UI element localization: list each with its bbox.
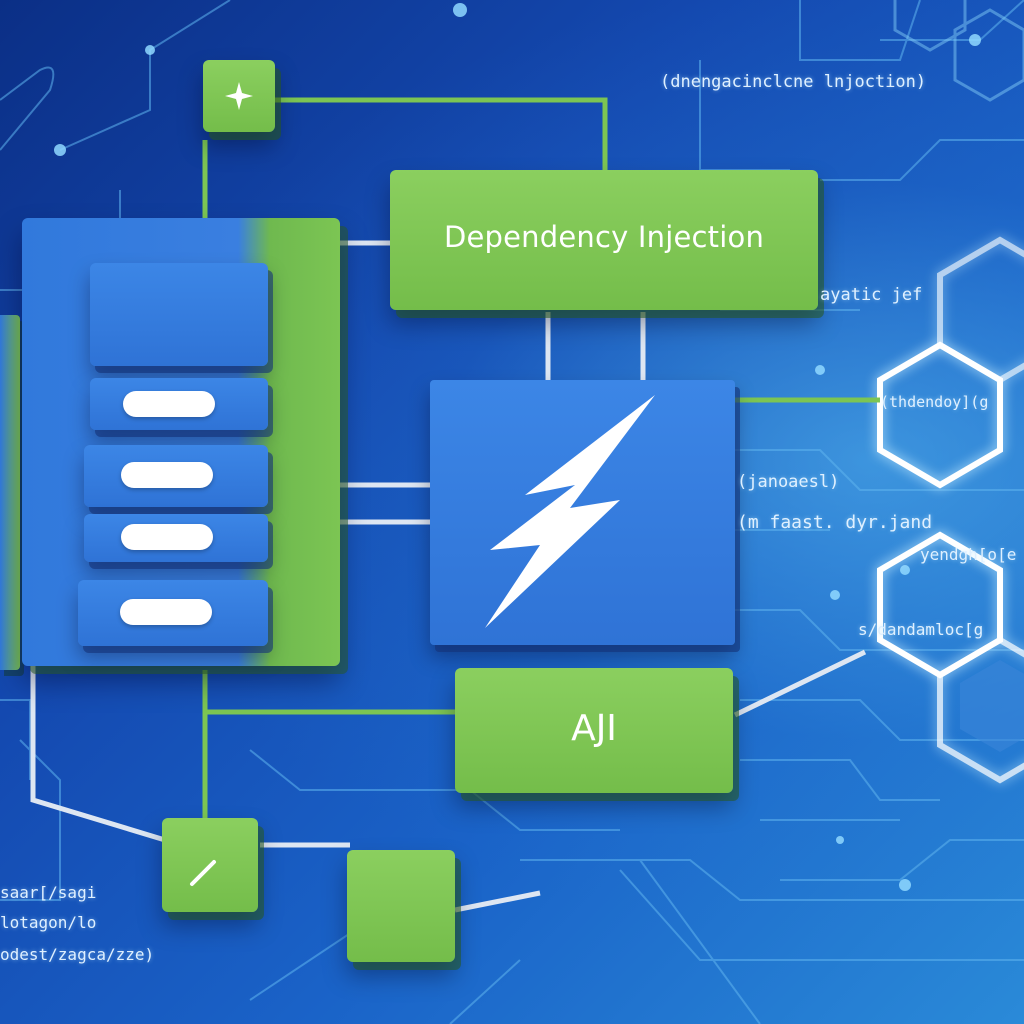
stack-layer-3 bbox=[84, 514, 268, 562]
plain-node bbox=[347, 850, 455, 962]
stack-layer-top bbox=[90, 263, 268, 366]
code-snippet: (dnengacinclcne lnjoction) bbox=[660, 72, 927, 92]
code-snippet: yendgh[o[e bbox=[920, 545, 1017, 564]
code-snippet: ayatic jef bbox=[820, 285, 923, 305]
dependency-injection-block: Dependency Injection bbox=[390, 170, 818, 310]
code-snippet: odest/zagca/zze) bbox=[0, 945, 155, 964]
code-snippet: (thdendoy](g bbox=[880, 393, 989, 411]
code-snippet: saar[/sagi bbox=[0, 883, 97, 902]
stack-layer-4 bbox=[78, 580, 268, 646]
block-title: Dependency Injection bbox=[443, 220, 765, 254]
aji-block: AJI bbox=[455, 668, 733, 793]
lightning-bolt-icon bbox=[485, 395, 655, 628]
stack-layer-1 bbox=[90, 378, 268, 430]
pill-indicator bbox=[123, 391, 215, 417]
slash-icon bbox=[190, 860, 216, 886]
stack-layer-2 bbox=[84, 445, 268, 507]
code-snippet: lotagon/lo bbox=[0, 913, 97, 932]
code-snippet: (janoaesl) bbox=[737, 472, 840, 492]
pill-indicator bbox=[121, 462, 213, 488]
code-snippet: s/dandamloc[g bbox=[858, 620, 984, 639]
pill-indicator bbox=[120, 599, 212, 625]
slash-node bbox=[162, 818, 258, 912]
aji-label: AJI bbox=[571, 708, 617, 749]
lightning-block bbox=[430, 380, 735, 645]
sparkle-icon bbox=[225, 82, 253, 110]
code-snippet: (m faast. dyr.jand bbox=[737, 512, 933, 533]
pill-indicator bbox=[121, 524, 213, 550]
sparkle-node bbox=[203, 60, 275, 132]
left-edge-block bbox=[0, 315, 20, 670]
